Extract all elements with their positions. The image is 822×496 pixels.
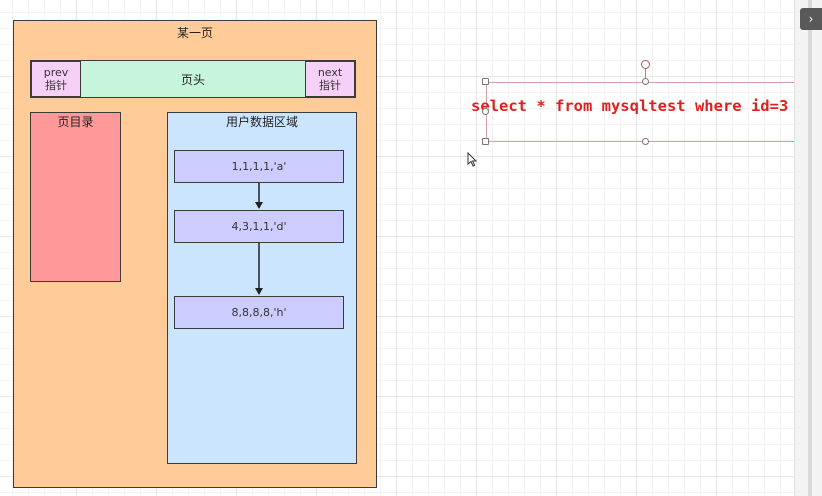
prev-pointer-box[interactable]: prev 指针: [31, 61, 81, 97]
record-value: 1,1,1,1,'a': [231, 160, 287, 173]
record-value: 8,8,8,8,'h': [231, 306, 287, 319]
record-value: 4,3,1,1,'d': [231, 220, 287, 233]
cursor-arrow-icon: [467, 152, 478, 167]
record-box[interactable]: 4,3,1,1,'d': [174, 210, 344, 243]
resize-handle-bottom-left[interactable]: [482, 138, 489, 145]
page-header[interactable]: [30, 60, 356, 98]
next-pointer-name: next: [317, 66, 343, 79]
page-directory-label: 页目录: [57, 115, 94, 129]
resize-handle-bottom[interactable]: [642, 138, 649, 145]
page-header-label: 页头: [180, 73, 205, 87]
sql-query-text[interactable]: select * from mysqltest where id=3: [471, 97, 789, 115]
next-pointer-label: 指针: [319, 79, 341, 92]
record-box[interactable]: 1,1,1,1,'a': [174, 150, 344, 183]
rotation-connector: [645, 68, 646, 82]
user-data-area-label: 用户数据区域: [225, 115, 298, 129]
collapse-panel-icon[interactable]: ›: [800, 8, 822, 30]
resize-handle-left[interactable]: [482, 108, 489, 115]
prev-pointer-label: 指针: [45, 79, 67, 92]
page-directory-box[interactable]: [30, 112, 121, 282]
record-box[interactable]: 8,8,8,8,'h': [174, 296, 344, 329]
scrollbar-track[interactable]: [808, 0, 812, 496]
resize-handle-top[interactable]: [642, 78, 649, 85]
resize-handle-top-left[interactable]: [482, 78, 489, 85]
rotate-handle[interactable]: [641, 60, 650, 69]
page-title: 某一页: [176, 26, 213, 40]
next-pointer-box[interactable]: next 指针: [305, 61, 355, 97]
prev-pointer-name: prev: [43, 66, 69, 79]
